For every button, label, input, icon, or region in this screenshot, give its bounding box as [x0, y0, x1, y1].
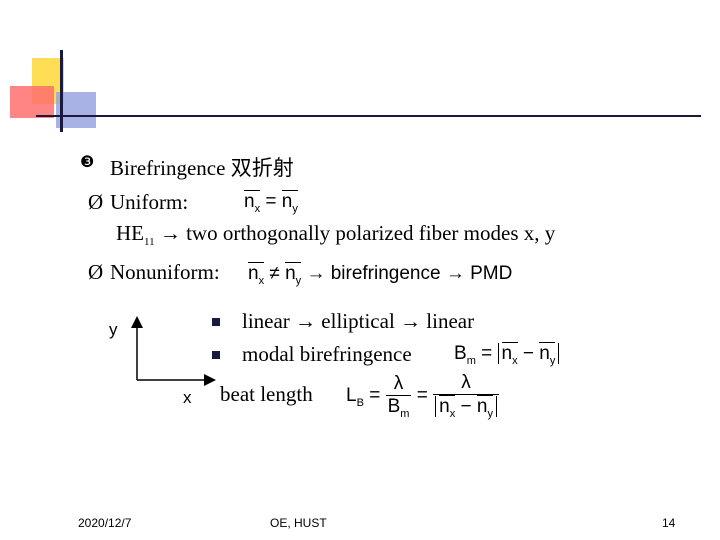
nonuniform-arrow-icon: Ø [88, 260, 104, 284]
list-item: modal birefringence [242, 342, 412, 366]
uniform-formula: nx = ny [244, 190, 298, 215]
square-bullet-icon [212, 351, 220, 359]
beat-length-formula: LB = λ Bm = λ nx − ny [346, 372, 499, 420]
square-bullet-icon [212, 318, 220, 326]
list-item: linear → elliptical → linear [242, 309, 475, 333]
beat-length-label: beat length [220, 382, 313, 406]
bm-formula: Bm = nx − ny [454, 342, 560, 367]
page-number: 14 [662, 516, 676, 530]
he11-line: HE11 → two orthogonally polarized fiber … [116, 221, 556, 248]
footer-org: OE, HUST [270, 516, 327, 530]
nonuniform-label: Nonuniform: [110, 260, 220, 284]
footer-date: 2020/12/7 [78, 516, 132, 530]
uniform-label: Uniform: [110, 190, 189, 214]
uniform-arrow-icon: Ø [88, 190, 104, 214]
x-axis-label: x [183, 388, 192, 407]
title-rule [36, 115, 701, 117]
xy-axes-diagram [131, 316, 216, 386]
title-bullet-icon: ❸ [80, 154, 95, 171]
nonuniform-formula: nx ≠ ny → birefringence → PMD [248, 262, 513, 287]
decor-red-square [10, 86, 54, 118]
y-axis-label: y [109, 320, 118, 339]
decor-vertical-line [60, 50, 63, 132]
slide-heading: Birefringence 双折射 [110, 156, 294, 180]
